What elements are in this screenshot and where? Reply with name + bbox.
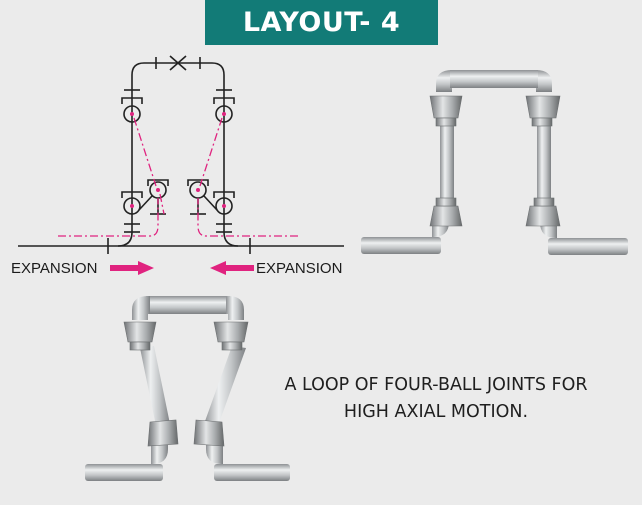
guide-ticks	[107, 89, 251, 254]
magenta-joint-markers	[130, 112, 226, 208]
caption-line-1: A LOOP OF FOUR-BALL JOINTS FOR	[284, 375, 588, 395]
ball-joint-upper-right	[213, 97, 235, 123]
ball-joint-lower-right	[213, 191, 235, 215]
render-vertical-loop	[361, 70, 628, 255]
anchor-x-icon	[155, 55, 201, 71]
expanded-position-lines	[58, 117, 298, 237]
ball-joint-upper-left	[121, 97, 143, 123]
expansion-arrow-right	[110, 261, 154, 275]
render-tilted-loop	[85, 296, 290, 481]
expansion-arrow-left	[210, 261, 254, 275]
schematic-diagram	[18, 55, 344, 254]
caption: A LOOP OF FOUR-BALL JOINTS FOR HIGH AXIA…	[252, 372, 620, 426]
expansion-label-right: EXPANSION	[256, 260, 343, 277]
title-banner: LAYOUT- 4	[205, 0, 438, 45]
caption-line-2: HIGH AXIAL MOTION.	[343, 402, 529, 422]
link-left	[138, 195, 153, 211]
expansion-label-left: EXPANSION	[11, 260, 98, 277]
title-text: LAYOUT- 4	[242, 7, 401, 38]
ball-joint-lower-left	[121, 191, 143, 215]
link-right	[203, 195, 218, 211]
